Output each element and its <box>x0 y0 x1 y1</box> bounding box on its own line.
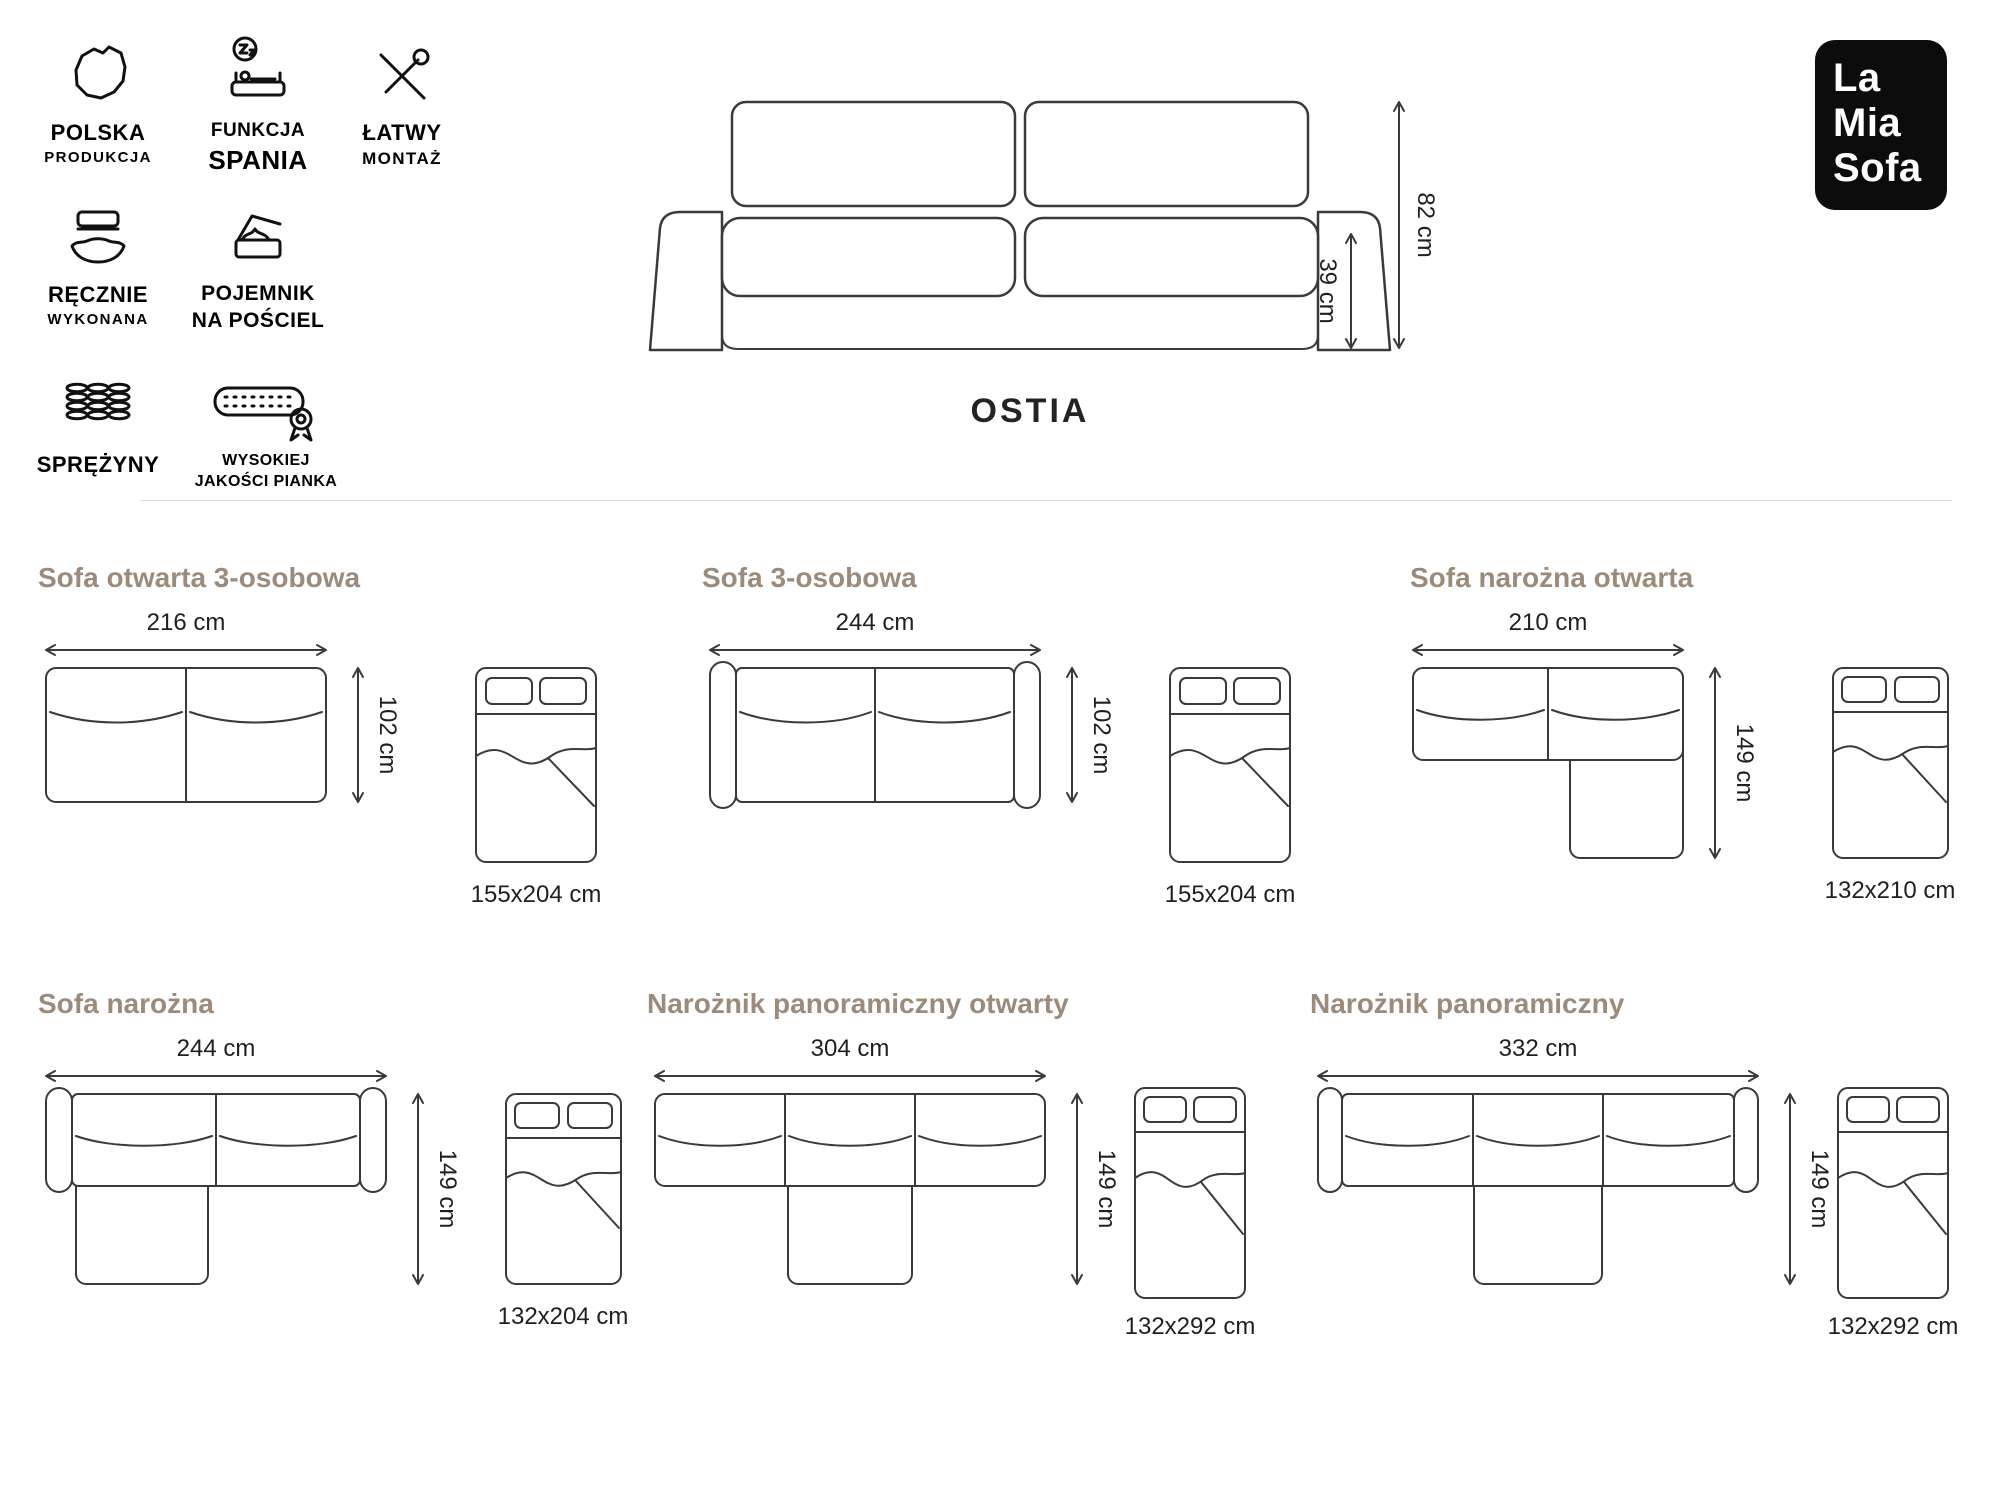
poland-map-icon <box>74 45 127 100</box>
feature-funkcja-spania: FUNKCJA SPANIA <box>183 34 333 176</box>
brand-logo: La Mia Sofa <box>1815 40 1947 210</box>
sofa-top-view-drawing: 244 cm 102 cm 155x204 cm <box>709 609 1296 908</box>
sofa-outline <box>45 667 327 803</box>
bed-icon <box>1169 667 1291 863</box>
feature-label: SPRĘŻYNY <box>36 452 160 477</box>
sofa-outline <box>1412 667 1684 859</box>
feature-label: WYSOKIEJ <box>222 452 310 469</box>
depth-dimension-arrow <box>412 1093 424 1285</box>
feature-pojemnik-na-posciel: POJEMNIK NA POŚCIEL <box>183 202 333 333</box>
feature-label: POLSKA <box>50 120 146 145</box>
feature-recznie-wykonana: RĘCZNIE WYKONANA <box>23 202 173 328</box>
feature-label: FUNKCJA <box>210 120 306 141</box>
depth-dimension-arrow <box>1071 1093 1083 1285</box>
variant-card-naroznik-panoramiczny-otwarty: Narożnik panoramiczny otwarty 304 cm 149… <box>645 988 1305 1347</box>
section-divider <box>140 500 1952 501</box>
width-dimension-label: 244 cm <box>836 609 915 636</box>
width-dimension-arrow <box>709 644 1041 656</box>
variant-title: Sofa 3-osobowa <box>702 562 917 593</box>
feature-label: RĘCZNIE <box>47 282 149 307</box>
feature-sublabel: WYKONANA <box>47 311 149 328</box>
bed-size-label: 155x204 cm <box>1165 881 1296 908</box>
sleep-function-icon <box>230 36 286 97</box>
width-dimension-arrow <box>1317 1070 1759 1082</box>
feature-label: ŁATWY <box>362 120 442 145</box>
seat-height-label: 39 cm <box>1314 258 1341 323</box>
variant-card-sofa-narozna: Sofa narożna 244 cm 149 cm 132x204 cm <box>36 988 676 1347</box>
springs-icon <box>65 382 131 421</box>
feature-sublabel: MONTAŻ <box>362 149 442 168</box>
width-dimension-arrow <box>1412 644 1684 656</box>
bed-icon <box>1837 1087 1949 1299</box>
sofa-outline <box>709 661 1041 809</box>
width-dimension-arrow <box>45 1070 387 1082</box>
feature-polska-produkcja: POLSKA PRODUKCJA <box>23 40 173 166</box>
product-name: OSTIA <box>970 392 1090 430</box>
total-height-label: 82 cm <box>1412 192 1439 257</box>
brand-logo-line: Mia <box>1833 100 1902 145</box>
sofa-top-view-drawing: 244 cm 149 cm 132x204 cm <box>45 1035 629 1330</box>
width-dimension-label: 216 cm <box>147 609 226 636</box>
sofa-top-view-drawing: 304 cm 149 cm 132x292 cm <box>654 1035 1256 1340</box>
variant-title: Narożnik panoramiczny <box>1310 988 1625 1019</box>
feature-sublabel: PRODUKCJA <box>44 149 152 166</box>
variant-title: Sofa narożna otwarta <box>1410 562 1694 593</box>
depth-dimension-arrow <box>1066 667 1078 803</box>
tools-icon <box>379 48 430 100</box>
depth-dimension-label: 102 cm <box>1088 696 1115 775</box>
bed-icon <box>475 667 597 863</box>
width-dimension-label: 244 cm <box>177 1035 256 1062</box>
feature-sublabel: NA POŚCIEL <box>191 309 325 332</box>
sofa-top-view-drawing: 210 cm 149 cm 132x210 cm <box>1412 609 1956 904</box>
feature-latwy-montaz: ŁATWY MONTAŻ <box>327 40 477 169</box>
brand-logo-line: Sofa <box>1833 145 1922 190</box>
depth-dimension-arrow <box>1709 667 1721 859</box>
variant-card-sofa-3-osobowa: Sofa 3-osobowa 244 cm 102 cm 155x204 cm <box>700 562 1340 921</box>
sofa-outline <box>654 1093 1046 1285</box>
bedding-container-icon <box>234 214 282 259</box>
handmade-icon <box>70 210 126 264</box>
feature-sublabel: SPANIA <box>208 145 308 175</box>
total-height-dimension-arrow <box>1393 101 1405 349</box>
variant-card-naroznik-panoramiczny: Narożnik panoramiczny 332 cm 149 cm 132x… <box>1308 988 1998 1347</box>
feature-sprezyny: SPRĘŻYNY <box>23 372 173 481</box>
width-dimension-label: 332 cm <box>1499 1035 1578 1062</box>
width-dimension-arrow <box>654 1070 1046 1082</box>
sofa-front-view-drawing: 39 cm 82 cm <box>648 100 1439 352</box>
variant-title: Narożnik panoramiczny otwarty <box>647 988 1069 1019</box>
depth-dimension-arrow <box>1784 1093 1796 1285</box>
depth-dimension-label: 149 cm <box>1093 1150 1120 1229</box>
sofa-top-view-drawing: 332 cm 149 cm 132x292 cm <box>1317 1035 1959 1340</box>
variant-card-sofa-narozna-otwarta: Sofa narożna otwarta 210 cm 149 cm 132x2… <box>1408 562 1978 921</box>
depth-dimension-label: 102 cm <box>374 696 401 775</box>
width-dimension-label: 210 cm <box>1509 609 1588 636</box>
feature-sublabel: JAKOŚCI PIANKA <box>194 473 338 490</box>
feature-label: POJEMNIK <box>201 282 315 305</box>
depth-dimension-arrow <box>352 667 364 803</box>
seat-height-dimension-arrow <box>1345 233 1357 349</box>
sofa-outline <box>45 1087 387 1285</box>
sofa-top-view-drawing: 216 cm 102 cm 155x204 cm <box>45 609 602 908</box>
variant-card-sofa-otwarta-3-osobowa: Sofa otwarta 3-osobowa 216 cm 102 cm 155… <box>36 562 656 921</box>
sofa-front-outline <box>648 100 1392 352</box>
bed-icon <box>505 1093 622 1285</box>
foam-quality-icon <box>213 386 313 442</box>
bed-icon <box>1832 667 1949 859</box>
depth-dimension-label: 149 cm <box>1806 1150 1833 1229</box>
bed-icon <box>1134 1087 1246 1299</box>
feature-wysokiej-jakosci-pianka: WYSOKIEJ JAKOŚCI PIANKA <box>168 372 364 491</box>
depth-dimension-label: 149 cm <box>434 1150 461 1229</box>
variant-title: Sofa otwarta 3-osobowa <box>38 562 361 593</box>
width-dimension-label: 304 cm <box>811 1035 890 1062</box>
width-dimension-arrow <box>45 644 327 656</box>
bed-size-label: 155x204 cm <box>471 881 602 908</box>
bed-size-label: 132x292 cm <box>1125 1313 1256 1340</box>
brand-logo-line: La <box>1833 56 1881 100</box>
depth-dimension-label: 149 cm <box>1731 724 1758 803</box>
sofa-outline <box>1317 1087 1759 1285</box>
bed-size-label: 132x204 cm <box>498 1303 629 1330</box>
bed-size-label: 132x292 cm <box>1828 1313 1959 1340</box>
variant-title: Sofa narożna <box>38 988 214 1019</box>
bed-size-label: 132x210 cm <box>1825 877 1956 904</box>
